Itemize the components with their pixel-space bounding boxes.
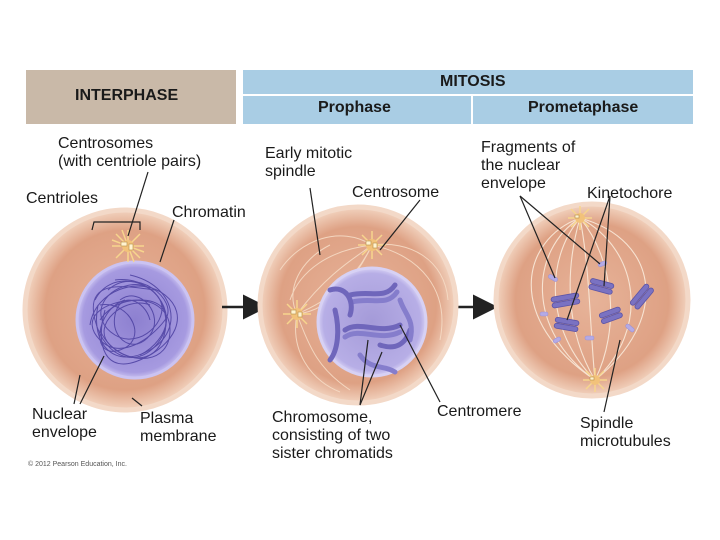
prometaphase-cell bbox=[493, 201, 691, 399]
label-centrosome: Centrosome bbox=[352, 184, 440, 201]
label-nuclear-envelope: Nuclear envelope bbox=[32, 406, 97, 441]
label-chromatin: Chromatin bbox=[172, 204, 246, 221]
prophase-centrosome-left bbox=[283, 300, 311, 328]
prophase-chromosomes bbox=[327, 282, 414, 375]
prophase-cell bbox=[257, 204, 459, 406]
chromatin-tangle bbox=[89, 274, 178, 365]
prometaphase-header bbox=[473, 96, 693, 124]
interphase-centrosome bbox=[111, 229, 145, 263]
prometaphase-chromosomes bbox=[550, 278, 654, 332]
label-centromere: Centromere bbox=[437, 403, 522, 420]
prometaphase-title: Prometaphase bbox=[528, 99, 639, 116]
prophase-title: Prophase bbox=[318, 99, 391, 116]
label-centrosomes: Centrosomes (with centriole pairs) bbox=[58, 135, 202, 170]
prometaphase-centrosome-bottom bbox=[583, 368, 607, 392]
label-fragments: Fragments of the nuclear envelope bbox=[481, 139, 576, 192]
label-centrioles: Centrioles bbox=[26, 190, 99, 207]
copyright-notice: © 2012 Pearson Education, Inc. bbox=[28, 461, 127, 468]
mitosis-title: MITOSIS bbox=[440, 73, 506, 90]
interphase-cell bbox=[22, 207, 228, 413]
label-chromosome: Chromosome, consisting of two sister chr… bbox=[272, 409, 393, 462]
label-plasma-membrane: Plasma membrane bbox=[140, 410, 217, 445]
label-early-spindle: Early mitotic spindle bbox=[265, 145, 353, 180]
prophase-header bbox=[243, 96, 471, 124]
interphase-nucleus bbox=[75, 260, 195, 380]
interphase-title: INTERPHASE bbox=[75, 87, 179, 104]
label-spindle-microtubules: Spindle microtubules bbox=[580, 415, 671, 450]
nuclear-envelope-fragments bbox=[539, 260, 635, 344]
label-kinetochore: Kinetochore bbox=[587, 185, 673, 202]
prometaphase-centrosome-top bbox=[568, 206, 592, 230]
mitosis-header bbox=[243, 70, 693, 94]
interphase-header bbox=[26, 70, 236, 124]
leader-lines bbox=[73, 171, 621, 413]
prophase-centrosome-top bbox=[358, 231, 386, 259]
